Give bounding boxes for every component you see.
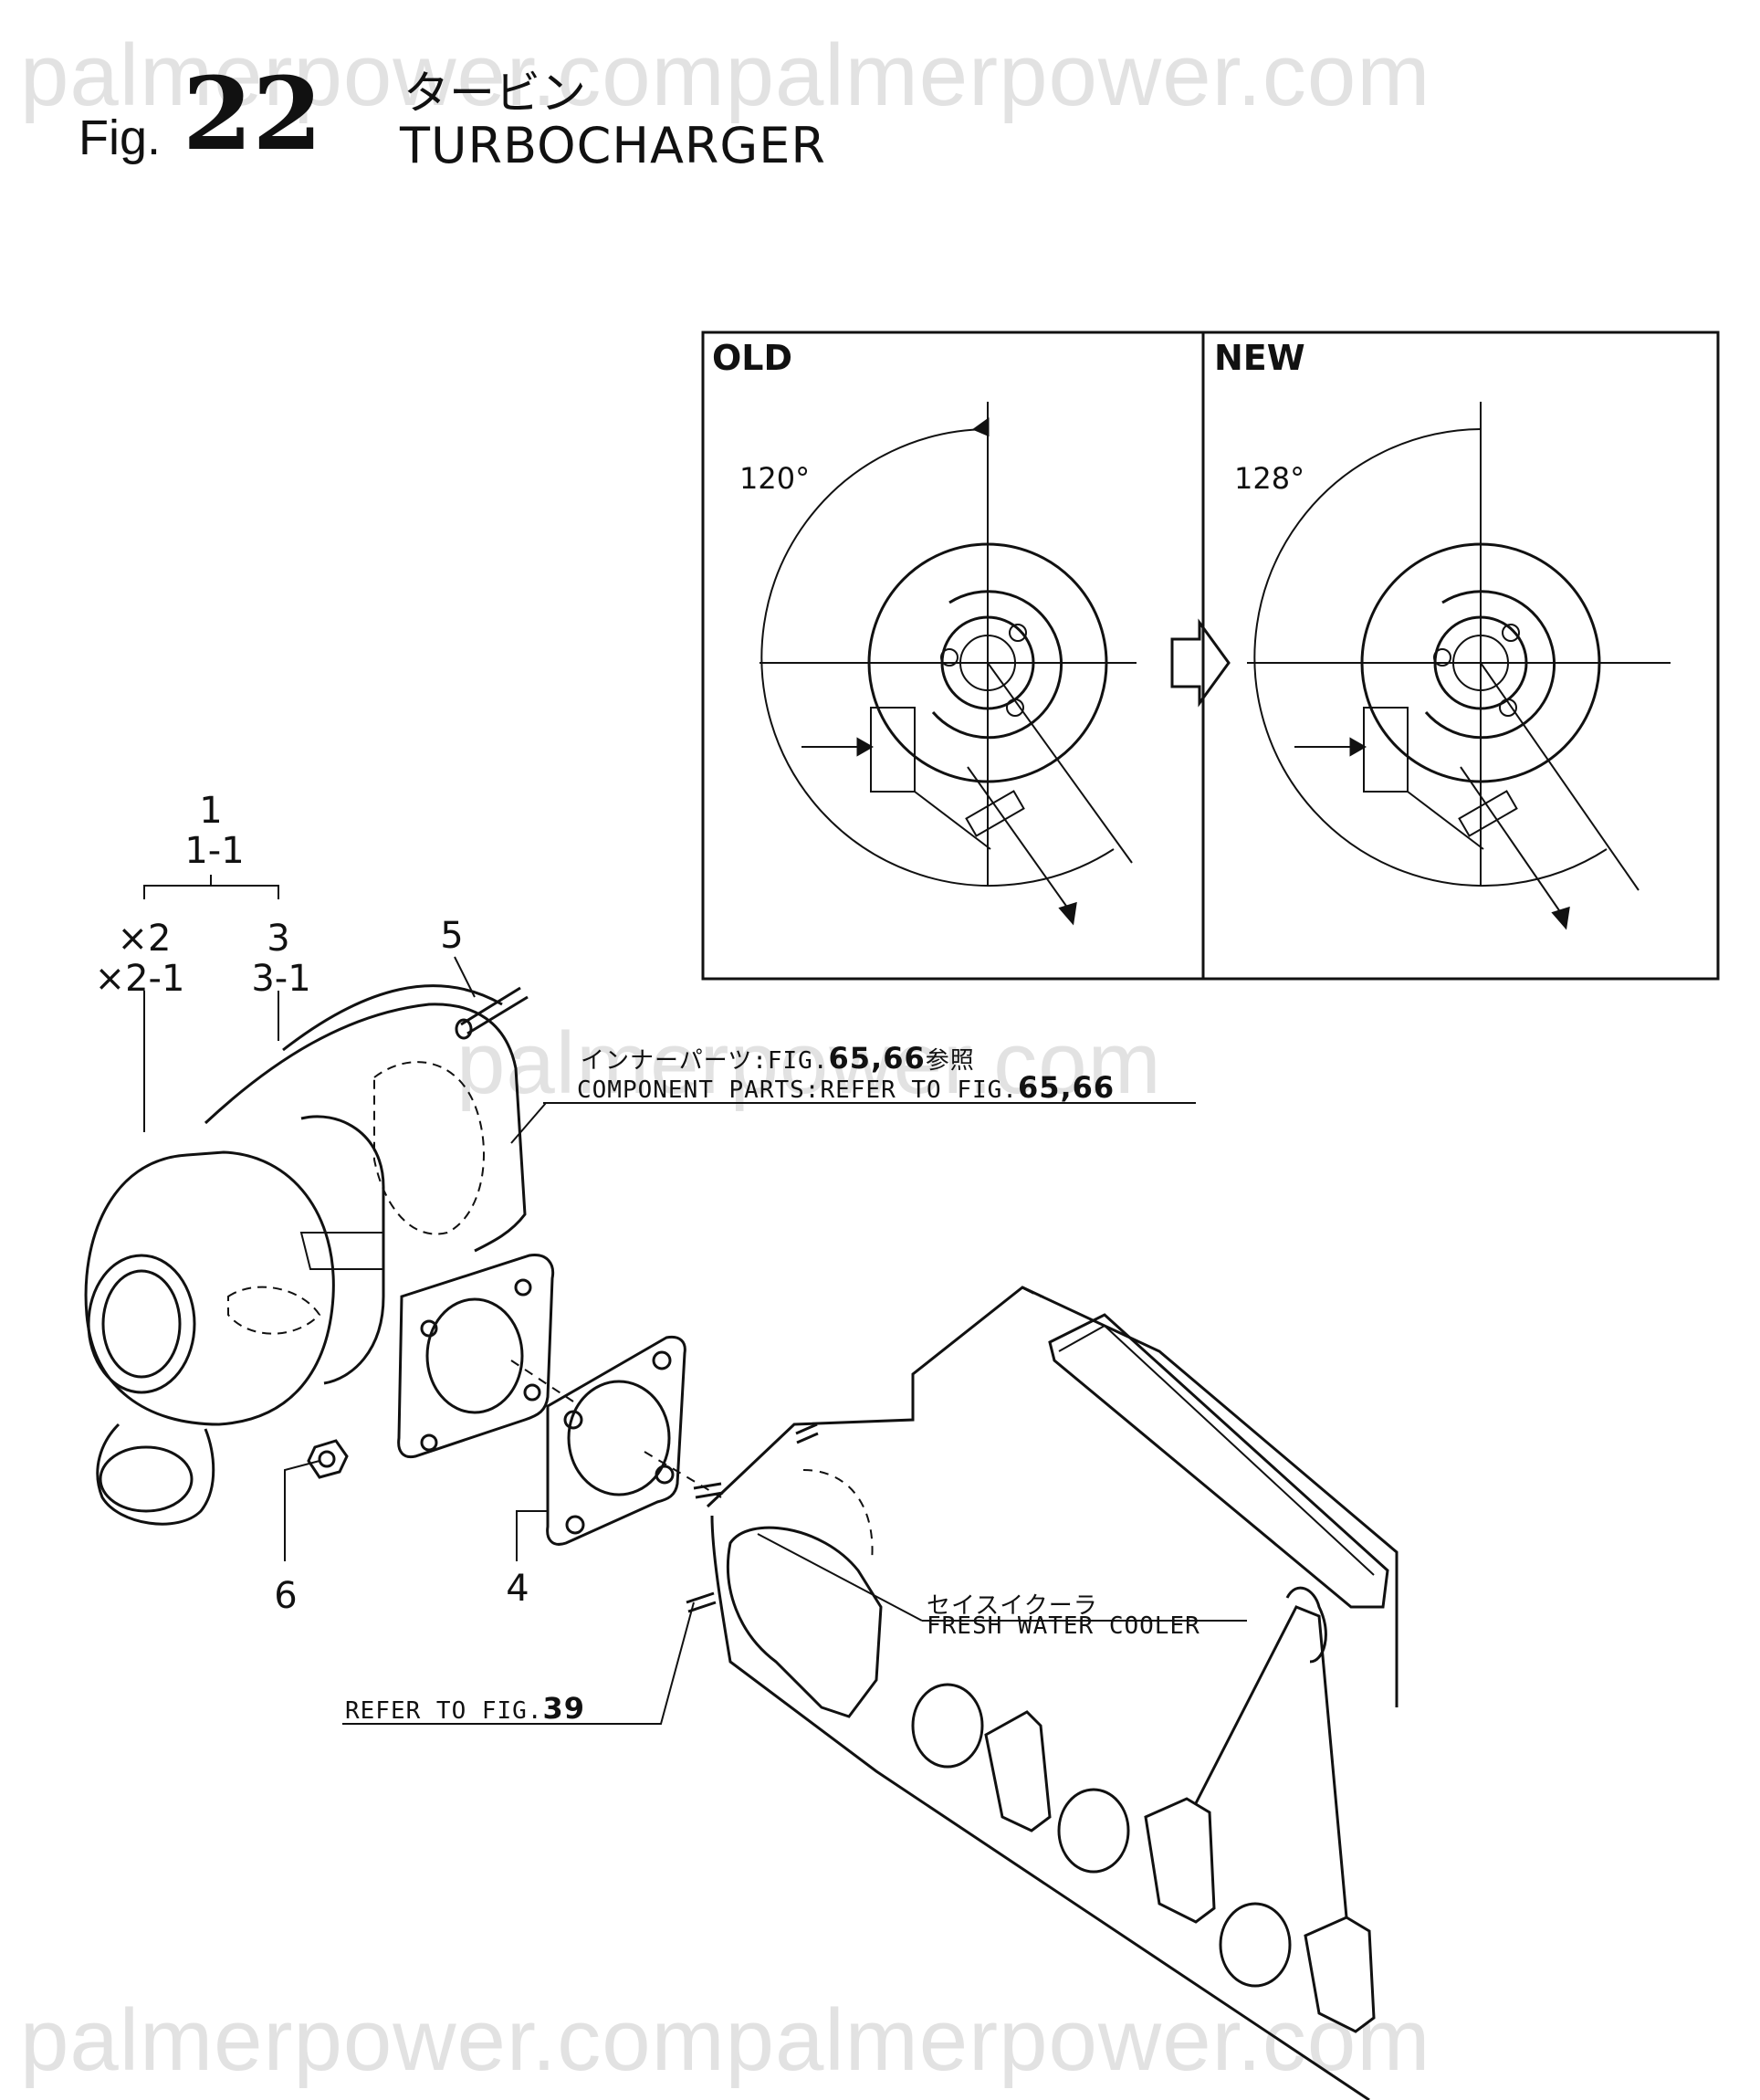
new-turbine-view — [1247, 402, 1671, 930]
new-label: NEW — [1214, 338, 1305, 378]
cooler-label-jp: セイスイクーラ — [927, 1592, 1098, 1620]
refer-to-text: REFER TO FIG. — [345, 1697, 543, 1725]
component-parts-text: COMPONENT PARTS:REFER TO FIG. — [577, 1076, 1018, 1104]
callout-x2: ×2 — [117, 918, 172, 960]
fig-number: 22 — [183, 55, 323, 173]
cooler-label: FRESH WATER COOLER — [927, 1612, 1200, 1640]
callout-6: 6 — [274, 1575, 298, 1617]
callout-1: 1 — [199, 790, 223, 832]
inner-parts-jp-text: インナーパーツ:FIG. — [581, 1047, 829, 1075]
callout-1-1: 1-1 — [184, 830, 245, 872]
old-label: OLD — [712, 338, 793, 378]
gasket-4 — [510, 1335, 722, 1546]
callout-x2-1: ×2-1 — [94, 958, 185, 1000]
fresh-water-cooler — [686, 1286, 1399, 2100]
callout-5: 5 — [440, 915, 464, 957]
old-angle: 120° — [739, 461, 811, 496]
callout-3-1: 3-1 — [251, 958, 311, 1000]
inner-parts-note-jp: インナーパーツ:FIG.65,66参照 — [581, 1041, 975, 1076]
inner-parts-jp-suffix: 参照 — [925, 1047, 975, 1075]
title-japanese: タービン — [403, 67, 586, 120]
callout-3: 3 — [267, 918, 290, 960]
component-parts-figs: 65,66 — [1017, 1070, 1116, 1105]
inner-parts-jp-figs: 65,66 — [828, 1041, 926, 1076]
old-turbine-view — [760, 402, 1137, 926]
refer-to-note: REFER TO FIG.39 — [345, 1691, 585, 1726]
old-to-new-arrow-icon — [1170, 618, 1231, 708]
new-angle: 128° — [1234, 461, 1305, 496]
refer-to-fig: 39 — [542, 1691, 586, 1726]
fig-label: Fig. — [79, 110, 162, 165]
watermark-middle: palmerpower.com — [456, 1014, 1162, 1112]
callout-4: 4 — [506, 1568, 529, 1610]
component-parts-note: COMPONENT PARTS:REFER TO FIG.65,66 — [577, 1070, 1115, 1105]
watermark-bottom: palmerpower.compalmerpower.com — [20, 1991, 1431, 2089]
inset-frame — [701, 331, 1720, 981]
turbocharger-assembly — [84, 984, 555, 1526]
page-title: TURBOCHARGER — [400, 117, 826, 174]
watermark-top: palmerpower.compalmerpower.com — [20, 26, 1431, 124]
